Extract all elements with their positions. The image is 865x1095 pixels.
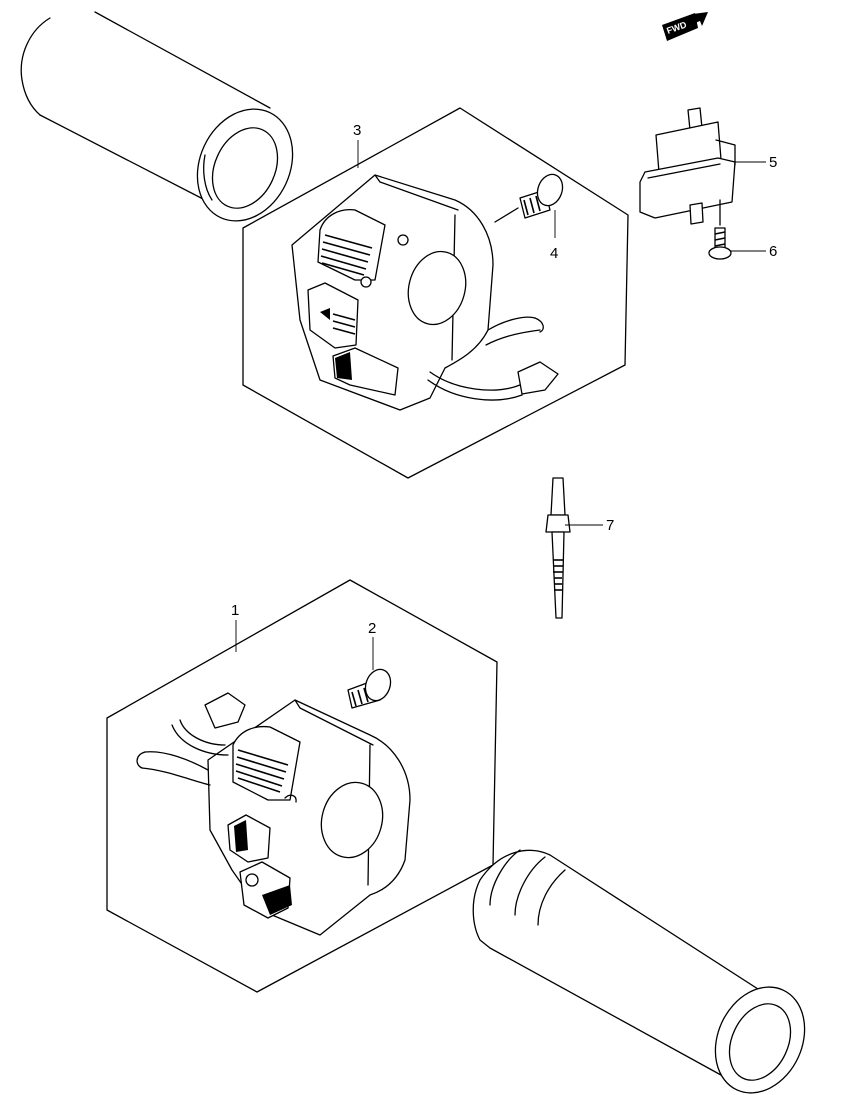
callout-2: 2 xyxy=(368,620,376,637)
screw-2 xyxy=(347,668,392,709)
switch-unit-5 xyxy=(639,107,736,225)
handlebar-grip-left xyxy=(20,11,294,222)
callout-7: 7 xyxy=(606,517,614,534)
kit-outline-3 xyxy=(242,107,629,479)
throttle-grip-right xyxy=(472,849,806,1094)
cable-tie-7 xyxy=(545,477,571,619)
callout-3: 3 xyxy=(353,122,361,139)
callout-5: 5 xyxy=(769,154,777,171)
fwd-arrow-icon: FWD xyxy=(662,12,708,41)
leader-lines xyxy=(235,140,766,670)
screw-6 xyxy=(708,199,732,260)
callout-6: 6 xyxy=(769,243,777,260)
screw-4 xyxy=(494,173,564,223)
callouts: 3 4 5 6 7 1 2 xyxy=(231,122,777,637)
callout-4: 4 xyxy=(550,245,558,262)
left-switch-housing xyxy=(136,692,411,936)
right-switch-housing xyxy=(291,174,559,411)
callout-1: 1 xyxy=(231,602,239,619)
